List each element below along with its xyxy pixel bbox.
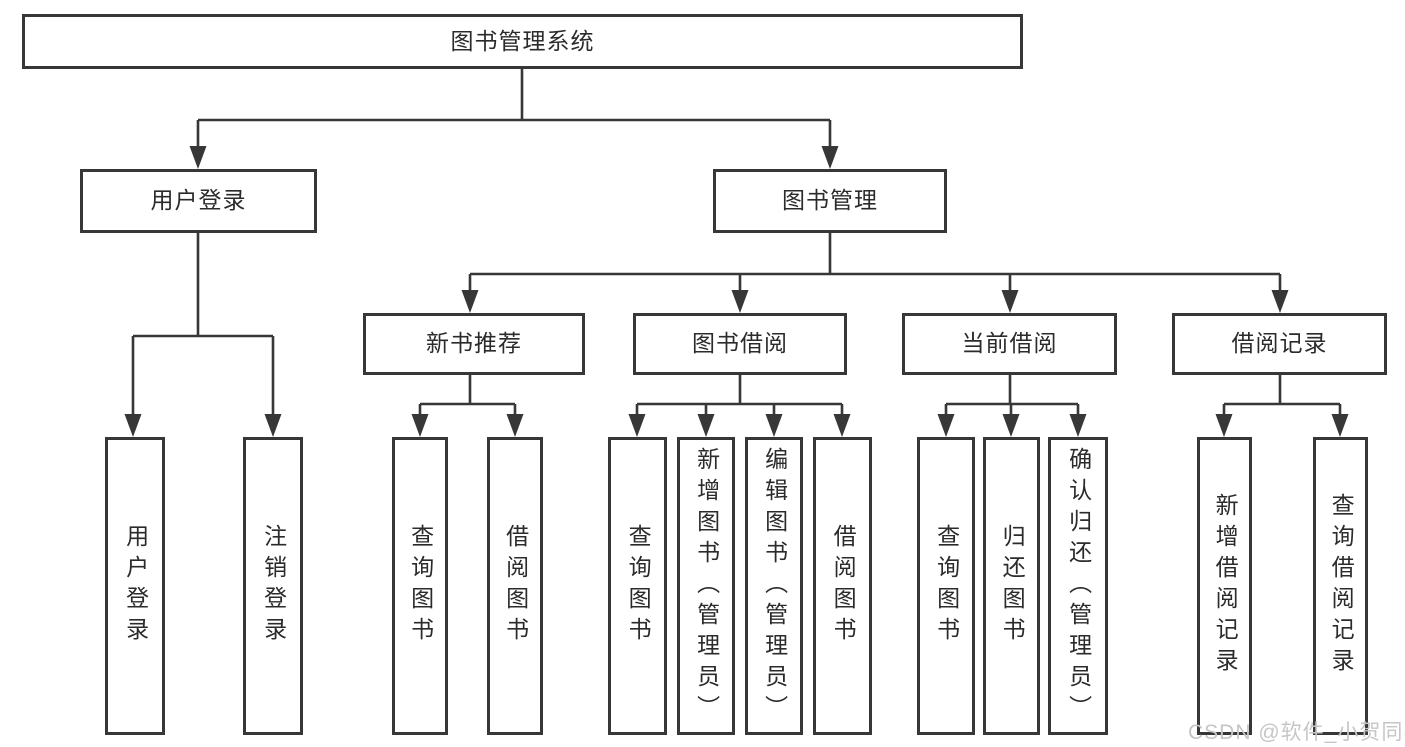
node-library-management-system: 图书管理系统: [22, 14, 1023, 69]
arrowhead: [1069, 414, 1087, 437]
leaf-borrowing-add-books-admin: 新增图书（管理员）: [677, 437, 735, 735]
connector-book-management-to-modules: [461, 233, 1289, 313]
arrowhead: [124, 414, 142, 437]
arrowhead: [461, 290, 479, 313]
arrowhead: [1215, 414, 1233, 437]
leaf-current-return-books: 归还图书: [983, 437, 1040, 735]
node-current-borrowing: 当前借阅: [902, 313, 1117, 375]
connector-current-borrowing-to-leaves: [937, 375, 1087, 437]
node-book-borrowing: 图书借阅: [633, 313, 847, 375]
arrowhead: [264, 414, 282, 437]
arrowhead: [411, 414, 429, 437]
arrowhead: [1331, 414, 1349, 437]
arrowhead: [506, 414, 524, 437]
leaf-borrowing-edit-books-admin: 编辑图书（管理员）: [745, 437, 803, 735]
connector-root-to-branches: [189, 69, 839, 169]
arrowhead: [765, 414, 783, 437]
arrowhead: [833, 414, 851, 437]
leaf-current-confirm-return-admin: 确认归还（管理员）: [1048, 437, 1108, 735]
node-book-management-branch: 图书管理: [713, 169, 947, 233]
leaf-recommend-query-books: 查询图书: [392, 437, 448, 735]
leaf-records-query-record: 查询借阅记录: [1313, 437, 1368, 735]
arrowhead: [731, 290, 749, 313]
leaf-recommend-borrow-books: 借阅图书: [487, 437, 543, 735]
arrowhead: [1002, 414, 1020, 437]
leaf-current-query-books: 查询图书: [917, 437, 975, 735]
arrowhead: [697, 414, 715, 437]
csdn-watermark: CSDN @软件_小贺同学: [1188, 721, 1405, 744]
node-new-book-recommend: 新书推荐: [363, 313, 585, 375]
leaf-borrowing-borrow-books: 借阅图书: [813, 437, 872, 735]
connector-user-login-to-leaves: [124, 233, 282, 437]
arrowhead: [1271, 290, 1289, 313]
arrowhead: [937, 414, 955, 437]
node-user-login-branch: 用户登录: [80, 169, 317, 233]
connector-book-borrowing-to-leaves: [628, 375, 851, 437]
leaf-records-add-record: 新增借阅记录: [1197, 437, 1252, 735]
arrowhead: [1001, 290, 1019, 313]
arrowhead: [189, 146, 207, 169]
connector-new-book-recommend-to-leaves: [411, 375, 524, 437]
leaf-user-login: 用户登录: [105, 437, 165, 735]
leaf-logout: 注销登录: [243, 437, 303, 735]
arrowhead: [821, 146, 839, 169]
arrowhead: [628, 414, 646, 437]
leaf-borrowing-query-books: 查询图书: [608, 437, 667, 735]
connector-borrowing-records-to-leaves: [1215, 375, 1349, 437]
node-borrowing-records: 借阅记录: [1172, 313, 1387, 375]
